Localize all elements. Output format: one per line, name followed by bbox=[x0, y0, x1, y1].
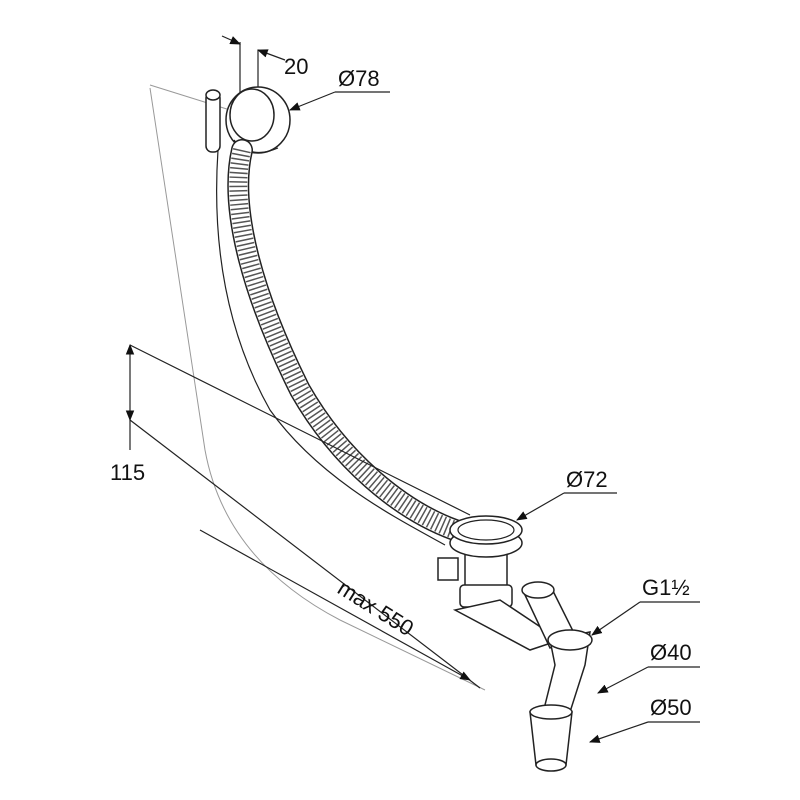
length-dimension: max 550 bbox=[199, 529, 471, 681]
control-cable bbox=[216, 149, 446, 546]
offset-dimension: 20 bbox=[221, 35, 308, 128]
waste-diameter-label: Ø72 bbox=[566, 467, 608, 492]
waste-diameter-callout: Ø72 bbox=[516, 467, 617, 521]
outlet-diameter-1-callout: Ø40 bbox=[597, 640, 700, 694]
overflow-head bbox=[205, 86, 291, 154]
length-label: max 550 bbox=[333, 575, 418, 641]
height-dimension: 115 bbox=[110, 343, 481, 689]
outlet-diameter-2-label: Ø50 bbox=[650, 695, 692, 720]
thread-callout: G1½ bbox=[591, 575, 700, 636]
overflow-diameter-label: Ø78 bbox=[338, 66, 380, 91]
outlet-pipe bbox=[521, 581, 593, 772]
outlet-diameter-1-label: Ø40 bbox=[650, 640, 692, 665]
height-label: 115 bbox=[110, 460, 145, 485]
overflow-diameter-callout: Ø78 bbox=[288, 66, 390, 111]
bathtub-outline bbox=[149, 87, 486, 691]
thread-label: G1½ bbox=[642, 575, 690, 600]
outlet-diameter-2-callout: Ø50 bbox=[588, 695, 700, 743]
offset-label: 20 bbox=[284, 54, 308, 79]
